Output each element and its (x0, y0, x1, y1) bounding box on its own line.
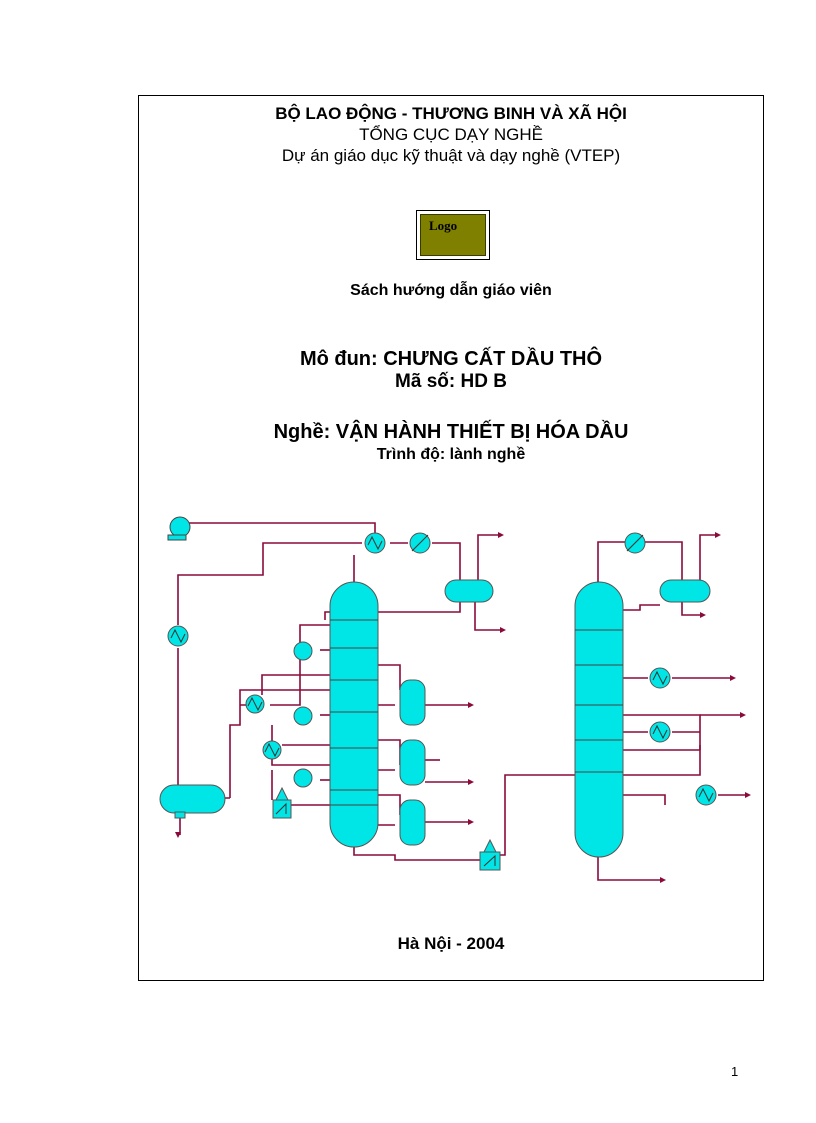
logo-placeholder: Logo (420, 214, 486, 256)
project-name: Dự án giáo dục kỹ thuật và dạy nghề (VTE… (281, 146, 621, 165)
logo-label: Logo (429, 218, 458, 233)
department-name: TỔNG CỤC DẠY NGHỀ (359, 125, 543, 144)
document-type: Sách hướng dẫn giáo viên (350, 282, 552, 299)
place-year: Hà Nội - 2004 (397, 934, 505, 953)
trade-title: Nghề: VẬN HÀNH THIẾT BỊ HÓA DẦU (273, 421, 629, 443)
module-title: Mô đun: CHƯNG CẤT DẦU THÔ (299, 348, 603, 370)
module-code: Mã số: HD B (395, 371, 507, 392)
trade-level: Trình độ: lành nghề (376, 446, 526, 463)
logo: Logo (416, 210, 490, 260)
page-number: 1 (731, 1064, 739, 1079)
ministry-name: BỘ LAO ĐỘNG - THƯƠNG BINH VÀ XÃ HỘI (275, 104, 627, 123)
cover-frame: BỘ LAO ĐỘNG - THƯƠNG BINH VÀ XÃ HỘI TỔNG… (138, 95, 764, 981)
